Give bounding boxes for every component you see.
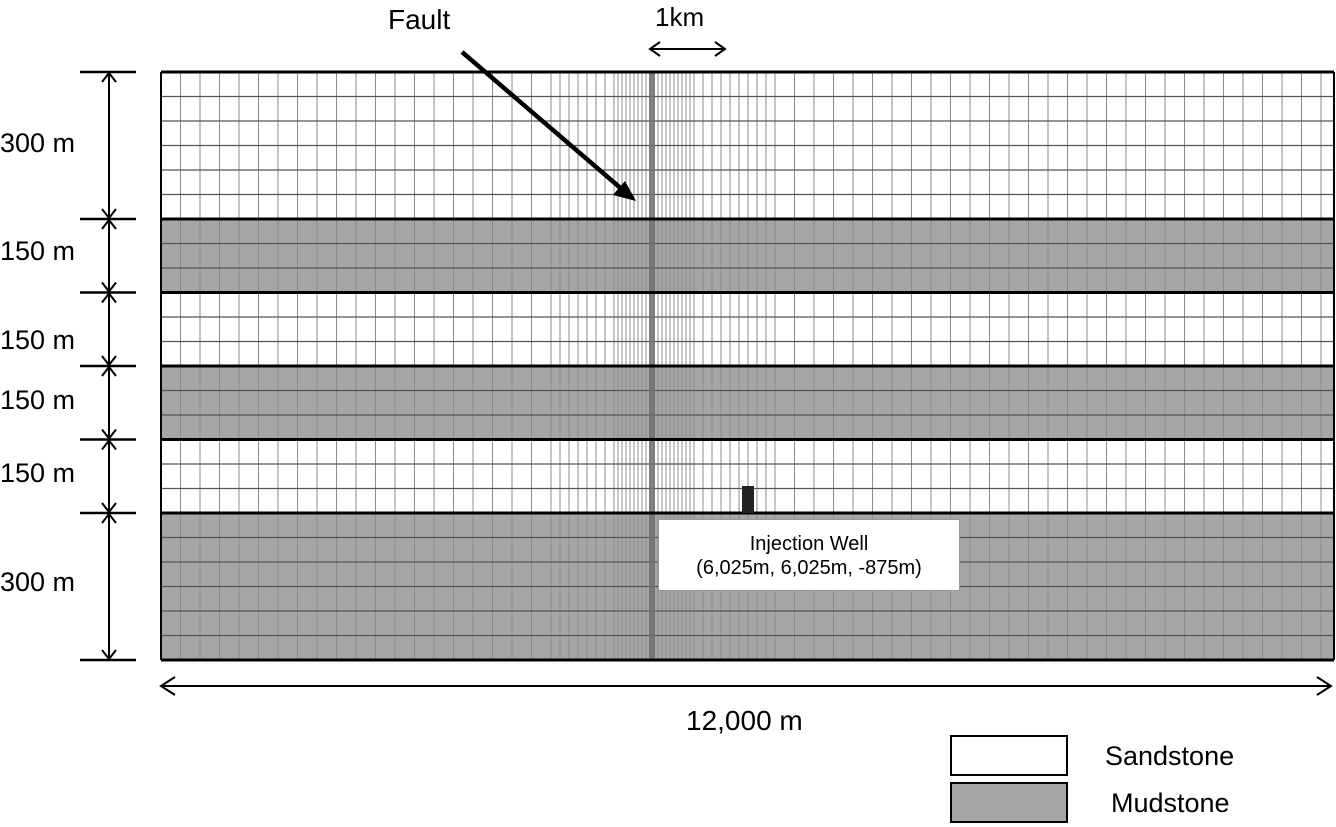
fault-label: Fault	[388, 4, 451, 35]
dimension-arrowhead	[101, 281, 117, 294]
injection-well-title: Injection Well	[749, 533, 869, 555]
width-arrowhead-right	[1316, 676, 1333, 696]
legend-sandstone-swatch	[950, 735, 1068, 776]
dimension-arrowhead	[101, 365, 117, 377]
dimension-arrowhead	[101, 218, 117, 230]
fault-pointer-arrow	[460, 50, 626, 193]
dimension-arrowhead	[101, 428, 117, 441]
injection-well-coordinates: (6,025m, 6,025m, -875m)	[696, 557, 922, 579]
legend-sandstone-label: Sandstone	[1105, 741, 1235, 771]
layer-thickness-label: 150 m	[0, 458, 76, 488]
legend-mudstone-label: Mudstone	[1111, 788, 1230, 818]
dimension-arrowhead	[101, 512, 117, 524]
injection-well-marker	[742, 486, 754, 513]
dimension-arrowhead	[101, 502, 117, 514]
layer-thickness-label: 150 m	[0, 236, 76, 266]
dimension-arrowhead	[101, 291, 117, 304]
dimension-arrowhead	[101, 71, 117, 83]
scale-bar-arrowhead	[648, 41, 661, 57]
dimension-arrowhead	[101, 355, 117, 367]
layer-thickness-label: 300 m	[0, 567, 76, 597]
layer-thickness-label: 300 m	[0, 128, 76, 158]
layer-thickness-label: 150 m	[0, 325, 76, 355]
model-width-label: 12,000 m	[686, 705, 803, 736]
width-arrowhead-left	[159, 676, 176, 696]
fault-pointer-arrowhead	[613, 181, 636, 201]
dimension-arrowhead	[101, 208, 117, 220]
layer-thickness-label: 150 m	[0, 385, 76, 415]
legend-mudstone-swatch	[950, 782, 1068, 823]
injection-well-callout: Injection Well (6,025m, 6,025m, -875m)	[658, 519, 960, 591]
dimension-arrowhead	[101, 438, 117, 451]
scale-bar-arrowhead	[714, 41, 727, 57]
dimension-arrowhead	[101, 649, 117, 661]
scale-bar-label: 1km	[655, 2, 705, 32]
